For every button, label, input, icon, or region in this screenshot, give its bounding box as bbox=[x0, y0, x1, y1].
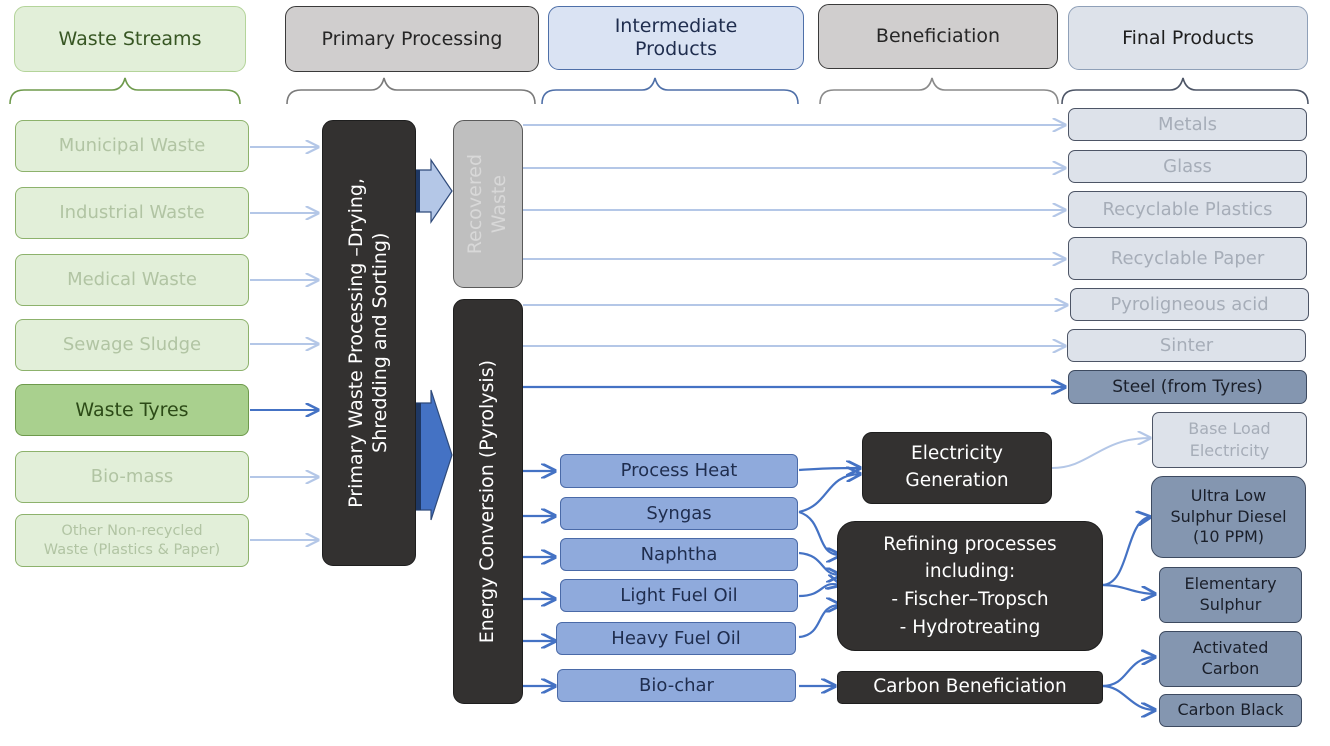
waste-stream-biomass[interactable]: Bio-mass bbox=[15, 451, 249, 503]
final-product-recyclable-paper[interactable]: Recyclable Paper bbox=[1068, 237, 1307, 280]
block-arrow-recovered bbox=[415, 158, 453, 224]
intermediate-naphtha[interactable]: Naphtha bbox=[560, 538, 798, 571]
final-product-sinter[interactable]: Sinter bbox=[1067, 329, 1306, 362]
waste-stream-medical[interactable]: Medical Waste bbox=[15, 254, 249, 306]
waste-stream-label: Medical Waste bbox=[67, 269, 197, 291]
waste-stream-label: Industrial Waste bbox=[59, 202, 205, 224]
waste-stream-industrial[interactable]: Industrial Waste bbox=[15, 187, 249, 239]
waste-stream-label: Bio-mass bbox=[90, 466, 174, 488]
waste-stream-label: Waste Tyres bbox=[75, 398, 189, 421]
final-product-label: Carbon Black bbox=[1177, 700, 1284, 720]
refining-label-line4: - Hydrotreating bbox=[899, 616, 1041, 638]
final-product-ulsd[interactable]: Ultra Low Sulphur Diesel (10 PPM) bbox=[1151, 476, 1306, 558]
refining-label-line1: Refining processes bbox=[883, 533, 1057, 555]
waste-stream-label-line1: Other Non-recycled bbox=[61, 522, 203, 539]
brace-primary-processing bbox=[286, 77, 536, 105]
header-beneficiation: Beneficiation bbox=[818, 4, 1058, 69]
final-product-label-line1: Activated bbox=[1192, 638, 1269, 658]
header-final-products: Final Products bbox=[1068, 6, 1308, 70]
primary-label-line2: Shredding and Sorting) bbox=[369, 232, 391, 454]
final-product-label-line2: Carbon bbox=[1201, 659, 1260, 678]
final-product-label-line2: Sulphur bbox=[1199, 595, 1262, 614]
final-product-activated-carbon[interactable]: Activated Carbon bbox=[1159, 631, 1302, 687]
waste-stream-label-line2: Waste (Plastics & Paper) bbox=[43, 541, 221, 558]
carbon-beneficiation-label: Carbon Beneficiation bbox=[873, 676, 1067, 698]
recovered-waste[interactable]: Recovered Waste bbox=[453, 120, 523, 288]
header-label: Waste Streams bbox=[58, 27, 202, 50]
final-product-label: Pyroligneous acid bbox=[1110, 293, 1269, 315]
header-label: Final Products bbox=[1122, 26, 1254, 49]
waste-stream-other[interactable]: Other Non-recycled Waste (Plastics & Pap… bbox=[15, 514, 249, 567]
final-product-label: Metals bbox=[1157, 113, 1218, 135]
final-product-label-line1: Ultra Low bbox=[1190, 485, 1267, 505]
brace-waste-streams bbox=[9, 77, 241, 105]
final-product-label-line2: Electricity bbox=[1189, 441, 1270, 460]
carbon-beneficiation[interactable]: Carbon Beneficiation bbox=[837, 671, 1103, 704]
waste-stream-label: Sewage Sludge bbox=[62, 334, 202, 356]
energy-conversion-label: Energy Conversion (Pyrolysis) bbox=[476, 359, 499, 644]
intermediate-label: Process Heat bbox=[620, 460, 738, 482]
intermediate-label: Naphtha bbox=[640, 543, 718, 565]
waste-stream-label: Municipal Waste bbox=[58, 135, 206, 157]
refining-label-line3: - Fischer–Tropsch bbox=[891, 589, 1049, 610]
header-intermediate-products: Intermediate Products bbox=[548, 6, 804, 70]
intermediate-label: Bio-char bbox=[639, 674, 714, 696]
final-product-carbon-black[interactable]: Carbon Black bbox=[1159, 694, 1302, 727]
final-product-recyclable-plastics[interactable]: Recyclable Plastics bbox=[1068, 191, 1307, 228]
final-product-label: Recyclable Paper bbox=[1110, 247, 1265, 269]
recovered-label-line1: Recovered bbox=[464, 153, 487, 255]
arrow-base-load bbox=[1051, 438, 1150, 469]
final-product-label-line3: (10 PPM) bbox=[1192, 527, 1265, 547]
final-product-label: Recyclable Plastics bbox=[1102, 198, 1273, 220]
primary-waste-processing[interactable]: Primary Waste Processing –Drying, Shredd… bbox=[322, 120, 416, 566]
intermediate-light-fuel-oil[interactable]: Light Fuel Oil bbox=[560, 579, 798, 612]
block-arrow-energy bbox=[415, 389, 453, 521]
intermediate-process-heat[interactable]: Process Heat bbox=[560, 454, 798, 488]
waste-stream-tyres[interactable]: Waste Tyres bbox=[15, 384, 249, 436]
intermediate-label: Light Fuel Oil bbox=[620, 584, 738, 606]
intermediate-heavy-fuel-oil[interactable]: Heavy Fuel Oil bbox=[556, 622, 796, 655]
waste-stream-sewage-sludge[interactable]: Sewage Sludge bbox=[15, 319, 249, 371]
brace-final-products bbox=[1061, 77, 1309, 105]
primary-label-line1: Primary Waste Processing –Drying, bbox=[345, 178, 368, 508]
intermediate-label: Heavy Fuel Oil bbox=[611, 627, 741, 649]
header-label-line2: Products bbox=[634, 38, 718, 60]
brace-intermediate-products bbox=[541, 77, 799, 105]
header-primary-processing: Primary Processing bbox=[285, 6, 539, 72]
electricity-generation[interactable]: Electricity Generation bbox=[862, 432, 1052, 504]
brace-beneficiation bbox=[819, 77, 1059, 105]
final-product-label: Sinter bbox=[1159, 334, 1214, 356]
final-product-label: Glass bbox=[1163, 155, 1212, 177]
intermediate-label: Syngas bbox=[646, 502, 712, 524]
intermediate-bio-char[interactable]: Bio-char bbox=[557, 669, 796, 702]
final-product-steel[interactable]: Steel (from Tyres) bbox=[1068, 370, 1307, 404]
electricity-label-line2: Generation bbox=[905, 470, 1009, 491]
energy-conversion-pyrolysis[interactable]: Energy Conversion (Pyrolysis) bbox=[453, 299, 523, 704]
recovered-label-line2: Waste bbox=[488, 174, 510, 234]
final-product-label-line2: Sulphur Diesel bbox=[1170, 506, 1287, 526]
final-product-label: Steel (from Tyres) bbox=[1112, 376, 1263, 397]
header-label-line1: Intermediate bbox=[614, 15, 738, 38]
header-label: Primary Processing bbox=[321, 27, 503, 50]
final-product-base-load-electricity[interactable]: Base Load Electricity bbox=[1152, 412, 1307, 468]
refining-processes[interactable]: Refining processes including: - Fischer–… bbox=[837, 521, 1103, 651]
final-product-label-line1: Base Load bbox=[1188, 418, 1271, 438]
final-product-metals[interactable]: Metals bbox=[1068, 108, 1307, 141]
electricity-label-line1: Electricity bbox=[911, 443, 1003, 465]
refining-label-line2: including: bbox=[924, 561, 1016, 583]
intermediate-syngas[interactable]: Syngas bbox=[560, 497, 798, 530]
final-product-elementary-sulphur[interactable]: Elementary Sulphur bbox=[1159, 567, 1302, 623]
header-label: Beneficiation bbox=[875, 25, 1001, 48]
header-waste-streams: Waste Streams bbox=[14, 6, 246, 72]
final-product-pyroligneous-acid[interactable]: Pyroligneous acid bbox=[1070, 288, 1309, 321]
final-product-label-line1: Elementary bbox=[1184, 574, 1277, 594]
waste-stream-municipal[interactable]: Municipal Waste bbox=[15, 120, 249, 172]
final-product-glass[interactable]: Glass bbox=[1068, 150, 1307, 183]
